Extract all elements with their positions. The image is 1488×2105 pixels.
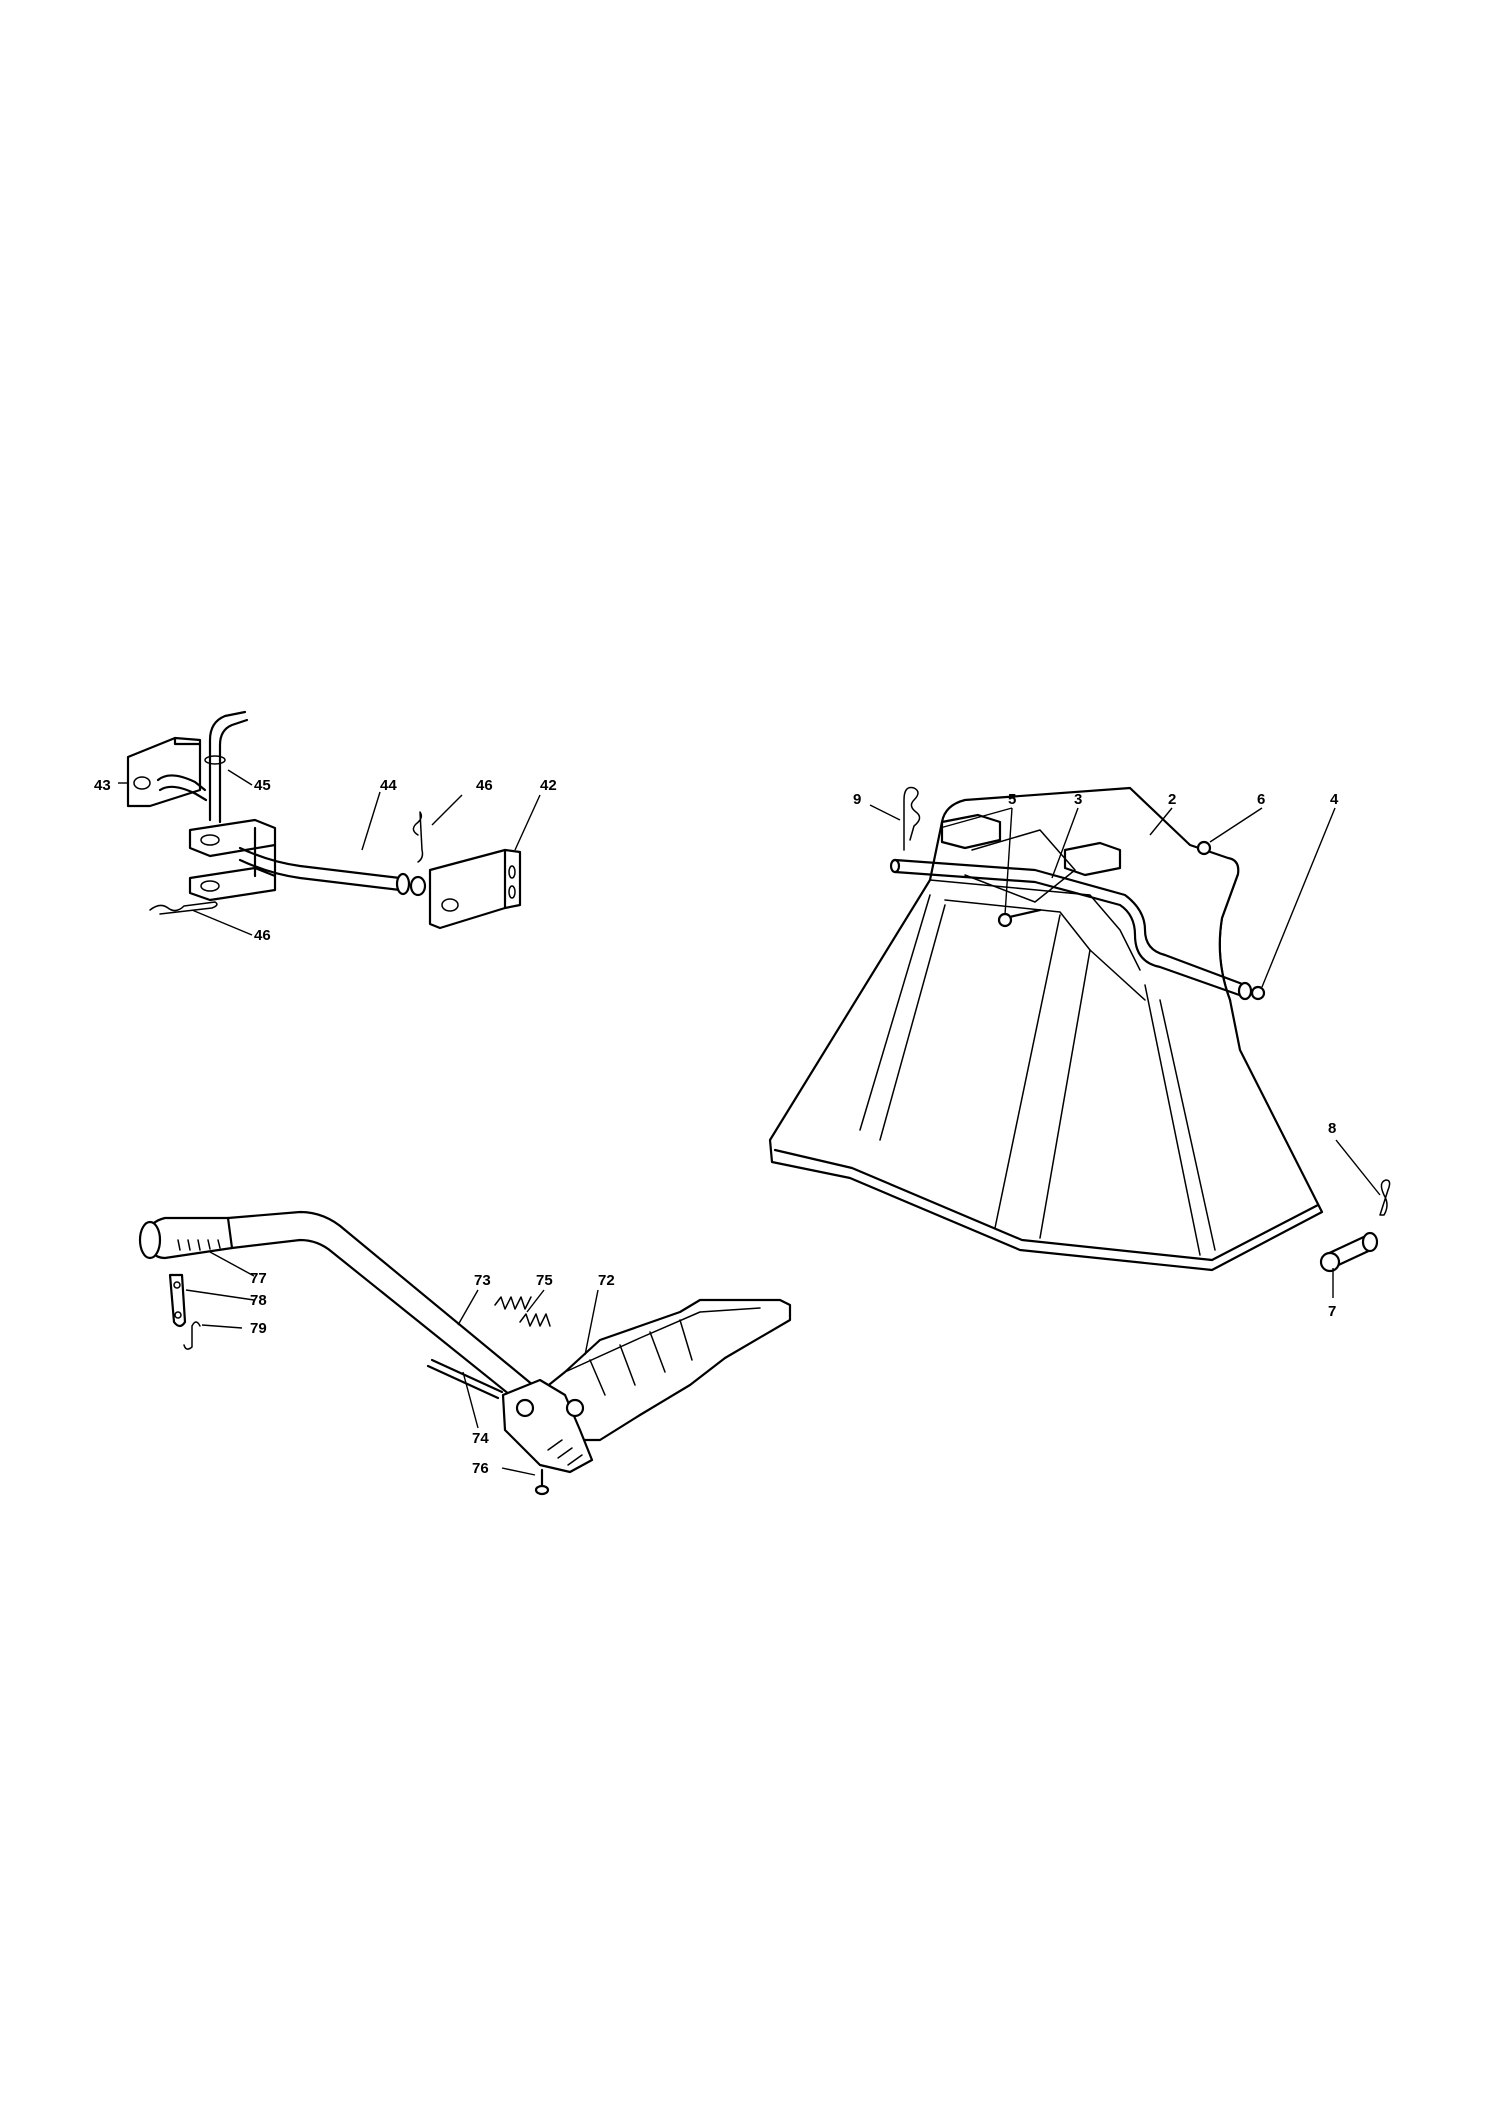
part-45-lever xyxy=(208,710,247,822)
callout-45: 45 xyxy=(254,777,271,794)
part-4-cap xyxy=(1250,985,1266,1001)
callout-4: 4 xyxy=(1330,791,1339,808)
part-46-r-clip-lower xyxy=(149,901,218,915)
callout-5: 5 xyxy=(1008,791,1016,808)
grass-chute-assembly xyxy=(768,786,1391,1273)
callout-79: 79 xyxy=(250,1320,267,1337)
callout-73: 73 xyxy=(474,1272,491,1289)
callout-76: 76 xyxy=(472,1460,489,1477)
part-79-hook xyxy=(183,1321,201,1350)
hitch-bracket-upper xyxy=(188,818,277,858)
callout-46-upper: 46 xyxy=(476,777,493,794)
callout-78: 78 xyxy=(250,1292,267,1309)
callout-3: 3 xyxy=(1074,791,1082,808)
leader-lines xyxy=(118,769,1381,1476)
part-75-spring-b xyxy=(519,1313,551,1327)
part-6-nut xyxy=(1196,840,1212,856)
callout-77: 77 xyxy=(250,1270,267,1287)
callout-44: 44 xyxy=(380,777,397,794)
callout-2: 2 xyxy=(1168,791,1176,808)
part-73-lever-bar xyxy=(226,1210,547,1397)
callout-74: 74 xyxy=(472,1430,489,1447)
part-43-hole xyxy=(133,776,151,790)
callout-43: 43 xyxy=(94,777,111,794)
callout-6: 6 xyxy=(1257,791,1265,808)
part-9-r-clip xyxy=(903,786,921,851)
callout-75: 75 xyxy=(536,1272,553,1289)
callout-9: 9 xyxy=(853,791,861,808)
lever-and-deflector-assembly xyxy=(138,1210,792,1496)
part-74-rod xyxy=(426,1364,500,1400)
part-43-mounting-plate xyxy=(126,736,202,808)
part-3-bar xyxy=(893,858,1247,987)
part-42-angle-bracket xyxy=(428,848,522,930)
callout-7: 7 xyxy=(1328,1303,1336,1320)
part-75-spring-a xyxy=(494,1296,532,1310)
hitch-bracket-lower xyxy=(188,866,277,902)
part-77-grip xyxy=(148,1216,234,1260)
part-2-cone-body xyxy=(768,821,1324,1272)
part-8-clip xyxy=(1379,1179,1391,1216)
part-46-r-clip-upper xyxy=(412,811,424,863)
callout-46-lower: 46 xyxy=(254,927,271,944)
callout-8: 8 xyxy=(1328,1120,1336,1137)
part-44-rod xyxy=(238,846,402,880)
callout-labels: 43 45 44 46 42 46 9 5 3 2 6 4 8 7 77 78 … xyxy=(94,777,1339,1477)
hitch-rod-assembly xyxy=(126,710,522,930)
callout-72: 72 xyxy=(598,1272,615,1289)
callout-42: 42 xyxy=(540,777,557,794)
